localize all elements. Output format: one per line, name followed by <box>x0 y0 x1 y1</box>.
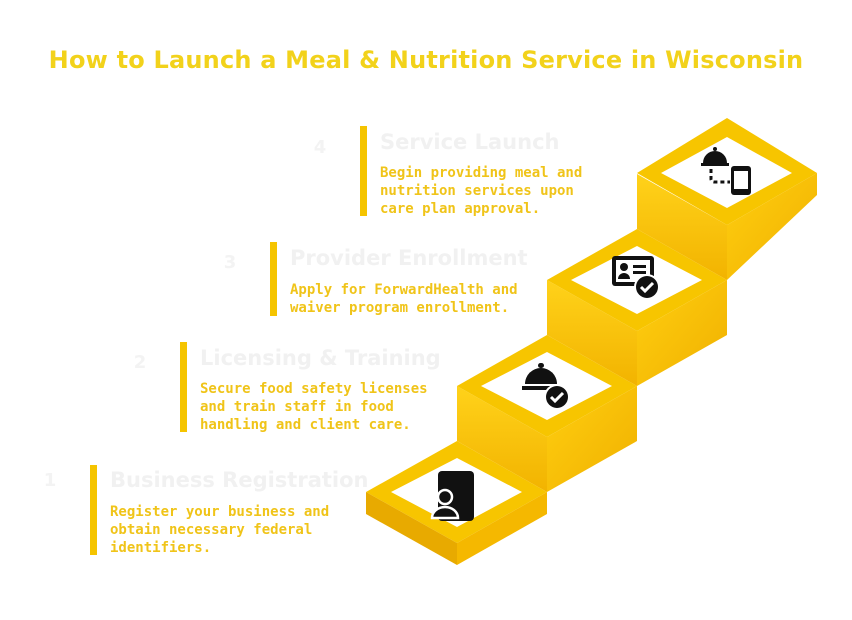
meal-delivery-icon <box>701 147 751 195</box>
page-title: How to Launch a Meal & Nutrition Service… <box>48 46 804 74</box>
step-description-4: Begin providing meal and nutrition servi… <box>380 165 583 217</box>
step-number-4: 4 <box>313 137 327 158</box>
stair-riser-2 <box>547 280 637 386</box>
step-title-4: Service Launch <box>380 130 560 154</box>
step-description-2: Secure food safety licenses and train st… <box>200 381 428 433</box>
step-description-3: Apply for ForwardHealth and waiver progr… <box>290 282 518 316</box>
document-user-icon <box>430 471 474 521</box>
stair-side-3 <box>637 280 727 386</box>
step-number-1: 1 <box>43 470 57 491</box>
step-title-2: Licensing & Training <box>200 346 441 370</box>
step-description-1: Register your business and obtain necess… <box>110 504 330 556</box>
step-bar-3 <box>270 242 277 316</box>
step-bar-2 <box>180 342 187 432</box>
step-title-1: Business Registration <box>110 468 369 492</box>
step-number-3: 3 <box>223 252 237 273</box>
stair-side-2 <box>547 386 637 492</box>
meal-check-icon <box>522 363 570 410</box>
stair-riser-3 <box>637 174 727 280</box>
step-title-3: Provider Enrollment <box>290 246 528 270</box>
id-card-check-icon <box>612 256 660 300</box>
stair-step-4 <box>637 118 817 225</box>
stair-side-4 <box>727 173 817 280</box>
stair-riser-1 <box>457 386 547 492</box>
step-bar-4 <box>360 126 367 216</box>
step-bar-1 <box>90 465 97 555</box>
step-number-2: 2 <box>133 352 147 373</box>
